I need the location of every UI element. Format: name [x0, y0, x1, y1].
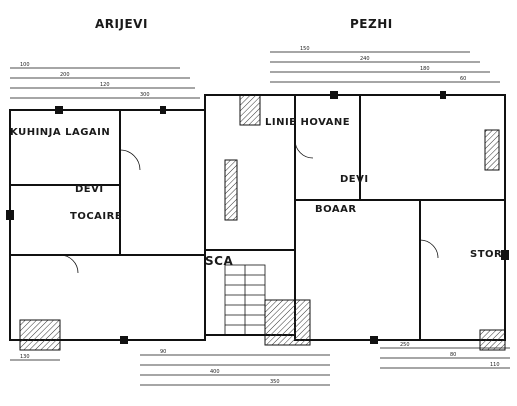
- dim-label: 180: [420, 66, 430, 72]
- dim-label: 130: [20, 354, 30, 360]
- label-center-devi: DEVI: [340, 174, 369, 185]
- label-bottom-right: STOR: [470, 249, 503, 260]
- dim-label: 240: [360, 56, 370, 62]
- hatched-columns: [19, 94, 506, 351]
- dim-label: 60: [460, 76, 467, 82]
- label-left-office: TOCAIRE: [70, 211, 123, 222]
- label-stair: SCA: [205, 254, 234, 268]
- label-kitchen: KUHINJA LAGAIN: [10, 127, 111, 138]
- label-center-office: BOAAR: [315, 204, 357, 215]
- bottom-dimension-lines: [10, 347, 510, 386]
- dim-label: 100: [20, 62, 30, 68]
- staircase: [224, 264, 266, 336]
- dim-label: 300: [140, 92, 150, 98]
- door-swings: [59, 139, 439, 274]
- window-marks: [6, 91, 509, 344]
- dim-label: 150: [300, 46, 310, 52]
- label-top-right-room: PEZHI: [350, 17, 393, 31]
- label-top-left-room: ARIJEVI: [95, 17, 148, 31]
- dim-label: 110: [490, 362, 500, 368]
- dim-label: 120: [100, 82, 110, 88]
- dim-label: 350: [270, 379, 280, 385]
- label-left-devi: DEVI: [75, 184, 104, 195]
- dim-label: 80: [450, 352, 457, 358]
- label-center-room: LINIE HOVANE: [265, 117, 351, 128]
- dim-label: 400: [210, 369, 220, 375]
- dim-label: 200: [60, 72, 70, 78]
- dim-label: 250: [400, 342, 410, 348]
- dim-label: 90: [160, 349, 167, 355]
